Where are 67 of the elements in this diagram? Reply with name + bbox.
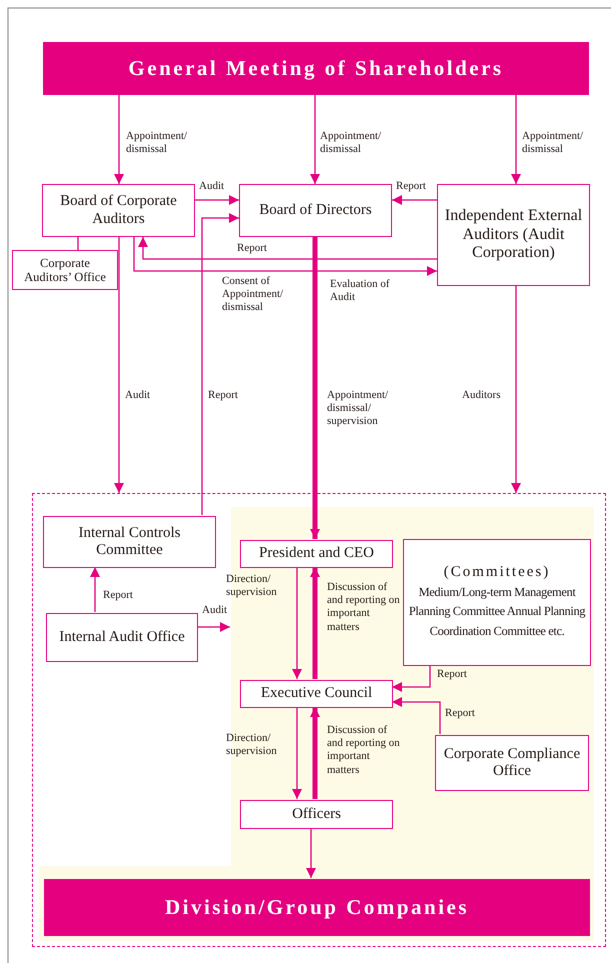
edge-label: Audit bbox=[199, 180, 226, 194]
arrow bbox=[138, 237, 437, 260]
box-label: Executive Council bbox=[260, 685, 372, 703]
org-box bbox=[12, 250, 118, 290]
org-box bbox=[239, 184, 392, 237]
arrow bbox=[201, 213, 239, 515]
edge-label: Direction/ supervision bbox=[226, 732, 278, 758]
arrow bbox=[392, 665, 431, 692]
org-box bbox=[240, 680, 393, 708]
arrow bbox=[511, 286, 521, 493]
box-label: Internal Controls Committee bbox=[77, 524, 182, 560]
edge-label: Discussion of and reporting on important matters bbox=[327, 581, 401, 634]
edge-label: Appointment/ dismissal bbox=[522, 130, 584, 156]
arrow bbox=[310, 237, 320, 539]
edge-label: Consent of Appointment/ dismissal bbox=[222, 275, 284, 315]
box-label: Board of Corporate Auditors bbox=[59, 193, 178, 228]
arrow bbox=[392, 697, 441, 734]
edge-label: Appointment/ dismissal/ supervision bbox=[327, 389, 390, 429]
edge-label: Report bbox=[208, 389, 239, 402]
edge-label: Report bbox=[103, 589, 134, 602]
arrow bbox=[310, 707, 320, 799]
box-label: Corporate Auditors’ Office bbox=[23, 256, 107, 284]
box-text: Medium/Long-term Management Planning Committee Annual Planning Coordination Committee etc. bbox=[408, 584, 586, 640]
arrow bbox=[195, 195, 239, 205]
arrow bbox=[90, 567, 100, 612]
edge-label: Report bbox=[237, 242, 268, 256]
org-box bbox=[42, 184, 195, 237]
arrow bbox=[292, 707, 302, 799]
box-label: Officers bbox=[292, 806, 341, 824]
box-label: President and CEO bbox=[259, 545, 374, 563]
arrow bbox=[292, 567, 302, 679]
edge-label: Audit bbox=[125, 389, 152, 402]
edge-label: Audit bbox=[202, 604, 228, 618]
edge-label: Direction/ supervision bbox=[226, 573, 278, 600]
committee-box bbox=[403, 539, 591, 666]
org-box bbox=[43, 516, 216, 568]
edge-label: Auditors bbox=[462, 389, 502, 402]
org-box bbox=[435, 735, 589, 791]
arrow bbox=[310, 567, 320, 679]
box-label: Board of Directors bbox=[259, 202, 372, 220]
org-box bbox=[46, 613, 198, 662]
org-box bbox=[240, 540, 393, 568]
edge-label: Report bbox=[445, 707, 476, 720]
arrow bbox=[310, 95, 320, 184]
arrow bbox=[511, 95, 521, 184]
edge-label: Appointment/ dismissal bbox=[320, 130, 382, 156]
banner-title: Division/Group Companies bbox=[164, 895, 470, 920]
box-label: Independent External Auditors (Audit Corporation) bbox=[444, 207, 584, 263]
edge-label: Report bbox=[396, 180, 427, 194]
edge-label: Report bbox=[437, 668, 468, 682]
arrow bbox=[114, 237, 124, 493]
org-box bbox=[437, 184, 590, 286]
title-banner bbox=[43, 42, 589, 95]
org-box bbox=[240, 800, 393, 829]
edge-label: Appointment/ dismissal bbox=[126, 130, 188, 156]
box-label: Internal Audit Office bbox=[59, 628, 185, 646]
arrow bbox=[114, 95, 124, 184]
edge-label: Discussion of and reporting on important matters bbox=[327, 724, 401, 777]
arrow bbox=[197, 622, 230, 632]
arrow bbox=[133, 237, 437, 276]
banner-title: General Meeting of Shareholders bbox=[128, 56, 504, 81]
arrow bbox=[306, 828, 316, 878]
title-banner bbox=[44, 879, 590, 936]
box-label: Corporate Compliance Office bbox=[442, 746, 582, 780]
box-label: (Committees) bbox=[444, 564, 550, 582]
arrow bbox=[392, 195, 437, 205]
note-label: Evaluation of Audit bbox=[330, 278, 391, 304]
